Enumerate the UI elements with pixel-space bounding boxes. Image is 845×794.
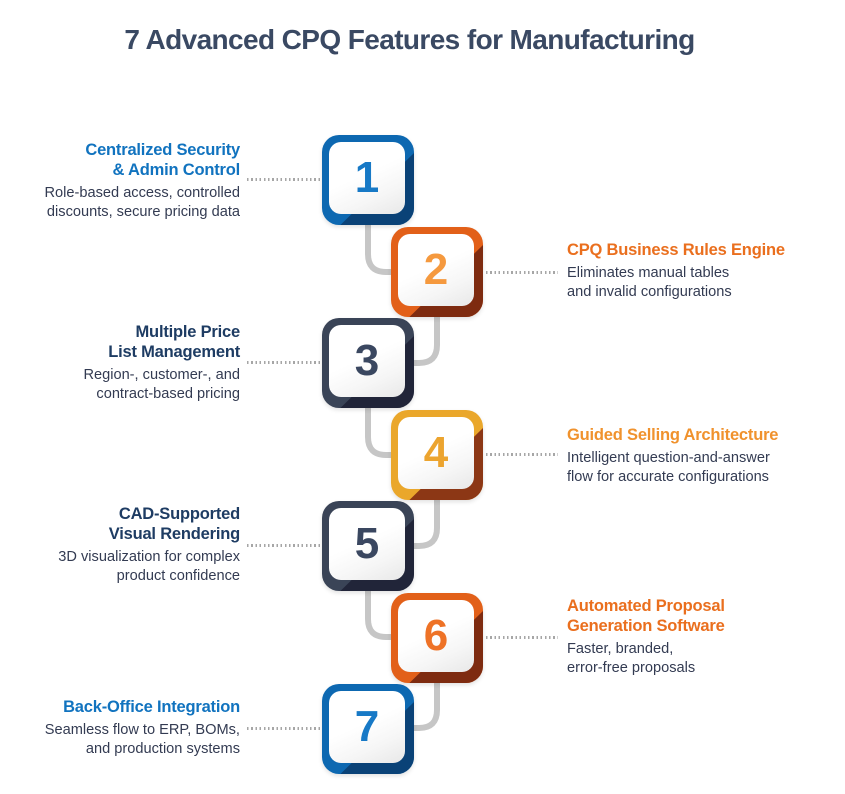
dotted-connector-4	[486, 453, 558, 456]
feature-heading: CAD-Supported Visual Rendering	[5, 504, 240, 544]
feature-number-box-3: 3	[322, 318, 414, 408]
feature-label-3: Multiple Price List Management Region-, …	[5, 322, 240, 403]
dotted-connector-6	[486, 636, 558, 639]
heading-line: Automated Proposal	[567, 597, 725, 615]
feature-number-box-4: 4	[391, 410, 483, 500]
number-card: 7	[329, 691, 405, 763]
feature-label-1: Centralized Security & Admin Control Rol…	[5, 140, 241, 221]
feature-number: 2	[423, 245, 449, 294]
feature-heading: Multiple Price List Management	[5, 322, 240, 362]
feature-label-6: Automated Proposal Generation Software F…	[567, 596, 817, 677]
feature-number-box-5: 5	[322, 501, 414, 591]
description-line: Seamless flow to ERP, BOMs,	[44, 722, 240, 738]
heading-line: CPQ Business Rules Engine	[567, 241, 785, 259]
heading-line: Centralized Security	[85, 141, 240, 159]
description-line: 3D visualization for complex	[58, 549, 240, 565]
dotted-connector-2	[486, 271, 558, 274]
curve-connector-1-2	[365, 213, 397, 275]
feature-label-5: CAD-Supported Visual Rendering 3D visual…	[5, 504, 240, 585]
feature-description: Seamless flow to ERP, BOMs, and producti…	[5, 721, 240, 758]
description-line: and invalid configurations	[567, 283, 732, 300]
heading-line: Visual Rendering	[108, 525, 240, 543]
curve-connector-6-7	[407, 672, 440, 731]
page-title: 7 Advanced CPQ Features for Manufacturin…	[124, 24, 695, 55]
feature-heading: CPQ Business Rules Engine	[567, 240, 817, 260]
feature-description: Role-based access, controlled discounts,…	[5, 184, 241, 221]
feature-number-box-6: 6	[391, 593, 483, 683]
description-line: product confidence	[116, 567, 240, 584]
feature-heading: Back-Office Integration	[5, 697, 240, 717]
feature-description: Faster, branded, error-free proposals	[567, 640, 817, 677]
description-line: Intelligent question-and-answer	[567, 450, 770, 466]
heading-line: Generation Software	[567, 617, 725, 635]
heading-line: List Management	[108, 343, 240, 361]
feature-number: 7	[354, 702, 380, 751]
number-card: 2	[398, 234, 474, 306]
dotted-connector-7	[247, 727, 320, 730]
feature-label-4: Guided Selling Architecture Intelligent …	[567, 425, 817, 486]
curve-connector-4-5	[407, 489, 440, 549]
description-line: contract-based pricing	[96, 385, 240, 402]
feature-heading: Centralized Security & Admin Control	[5, 140, 240, 180]
description-line: discounts, secure pricing data	[46, 203, 240, 220]
description-line: Faster, branded,	[567, 641, 674, 657]
heading-line: Guided Selling Architecture	[567, 426, 779, 444]
feature-heading: Automated Proposal Generation Software	[567, 596, 817, 636]
heading-line: Multiple Price	[135, 323, 241, 341]
description-line: Role-based access, controlled	[44, 185, 241, 201]
heading-line: CAD-Supported	[118, 505, 240, 523]
feature-description: 3D visualization for complex product con…	[5, 548, 240, 585]
feature-number: 5	[354, 519, 380, 568]
number-card: 3	[329, 325, 405, 397]
curve-connector-2-3	[407, 307, 440, 366]
description-line: Region-, customer-, and	[83, 367, 240, 383]
feature-description: Eliminates manual tables and invalid con…	[567, 264, 817, 301]
description-line: Eliminates manual tables	[567, 265, 730, 281]
heading-line: Back-Office Integration	[63, 698, 240, 716]
feature-number: 1	[354, 153, 380, 202]
curve-connector-3-4	[365, 398, 397, 458]
feature-number-box-7: 7	[322, 684, 414, 774]
number-card: 4	[398, 417, 474, 489]
feature-number: 3	[354, 336, 380, 385]
dotted-connector-5	[247, 544, 322, 547]
feature-number-box-1: 1	[322, 135, 414, 225]
dotted-connector-1	[247, 178, 320, 181]
description-line: and production systems	[85, 740, 240, 757]
dotted-connector-3	[247, 361, 322, 364]
heading-line: & Admin Control	[112, 161, 241, 179]
feature-description: Intelligent question-and-answer flow for…	[567, 449, 817, 486]
feature-description: Region-, customer-, and contract-based p…	[5, 366, 240, 403]
description-line: error-free proposals	[567, 659, 696, 676]
number-card: 1	[329, 142, 405, 214]
feature-number-box-2: 2	[391, 227, 483, 317]
feature-heading: Guided Selling Architecture	[567, 425, 817, 445]
feature-label-2: CPQ Business Rules Engine Eliminates man…	[567, 240, 817, 301]
feature-label-7: Back-Office Integration Seamless flow to…	[5, 697, 240, 758]
description-line: flow for accurate configurations	[567, 468, 769, 485]
feature-number: 6	[423, 611, 449, 660]
curve-connector-5-6	[365, 580, 397, 640]
feature-number: 4	[423, 428, 449, 477]
number-card: 5	[329, 508, 405, 580]
number-card: 6	[398, 600, 474, 672]
